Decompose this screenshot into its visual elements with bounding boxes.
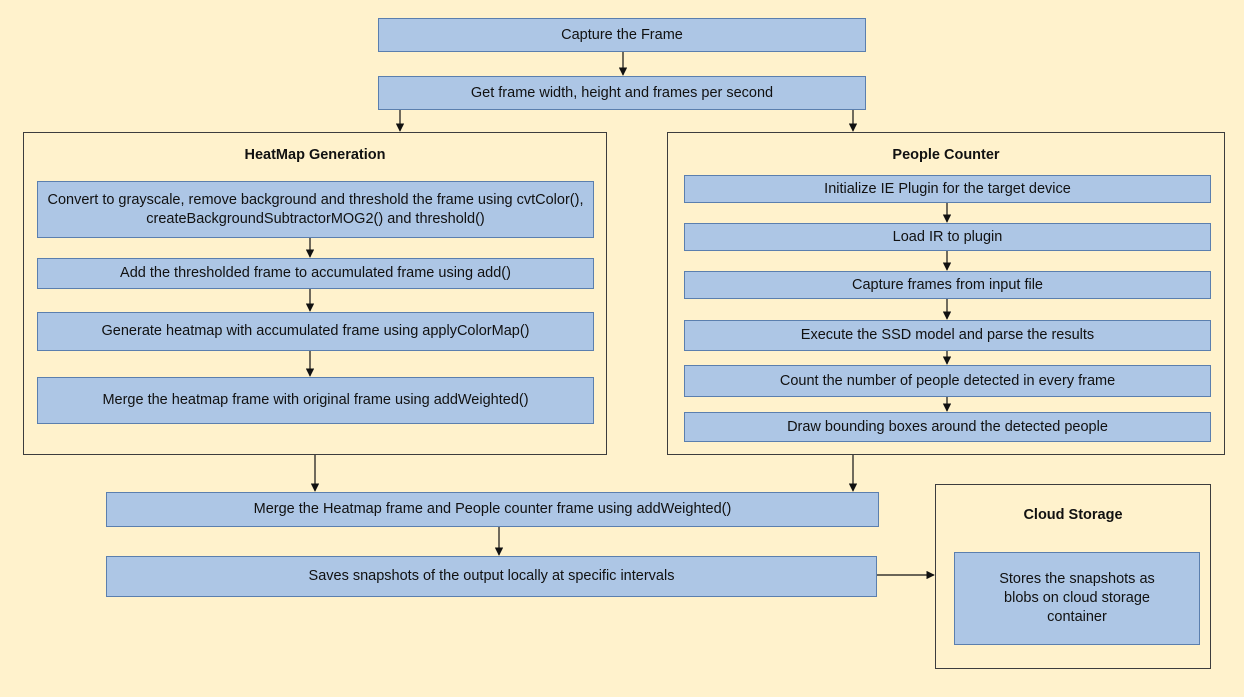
people-step-init-plugin: Initialize IE Plugin for the target devi… [684,175,1211,203]
heatmap-step-merge-original: Merge the heatmap frame with original fr… [37,377,594,424]
step-save-snapshots: Saves snapshots of the output locally at… [106,556,877,597]
people-step-capture-input: Capture frames from input file [684,271,1211,299]
cloud-step-store-blobs: Stores the snapshots as blobs on cloud s… [954,552,1200,645]
cloud-storage-group: Cloud Storage [935,484,1211,669]
people-counter-title: People Counter [892,147,1000,163]
people-step-draw-boxes: Draw bounding boxes around the detected … [684,412,1211,442]
heatmap-step-accumulate: Add the thresholded frame to accumulated… [37,258,594,289]
heatmap-generation-title: HeatMap Generation [244,147,386,163]
people-step-count-people: Count the number of people detected in e… [684,365,1211,397]
step-get-frame-properties: Get frame width, height and frames per s… [378,76,866,110]
step-merge-heatmap-counter: Merge the Heatmap frame and People count… [106,492,879,527]
heatmap-step-grayscale-threshold: Convert to grayscale, remove background … [37,181,594,238]
people-counter-group: People Counter [667,132,1225,455]
people-step-load-ir: Load IR to plugin [684,223,1211,251]
heatmap-generation-group: HeatMap Generation [23,132,607,455]
step-capture-frame: Capture the Frame [378,18,866,52]
cloud-storage-title: Cloud Storage [1023,507,1123,523]
people-step-execute-ssd: Execute the SSD model and parse the resu… [684,320,1211,351]
heatmap-step-apply-colormap: Generate heatmap with accumulated frame … [37,312,594,351]
